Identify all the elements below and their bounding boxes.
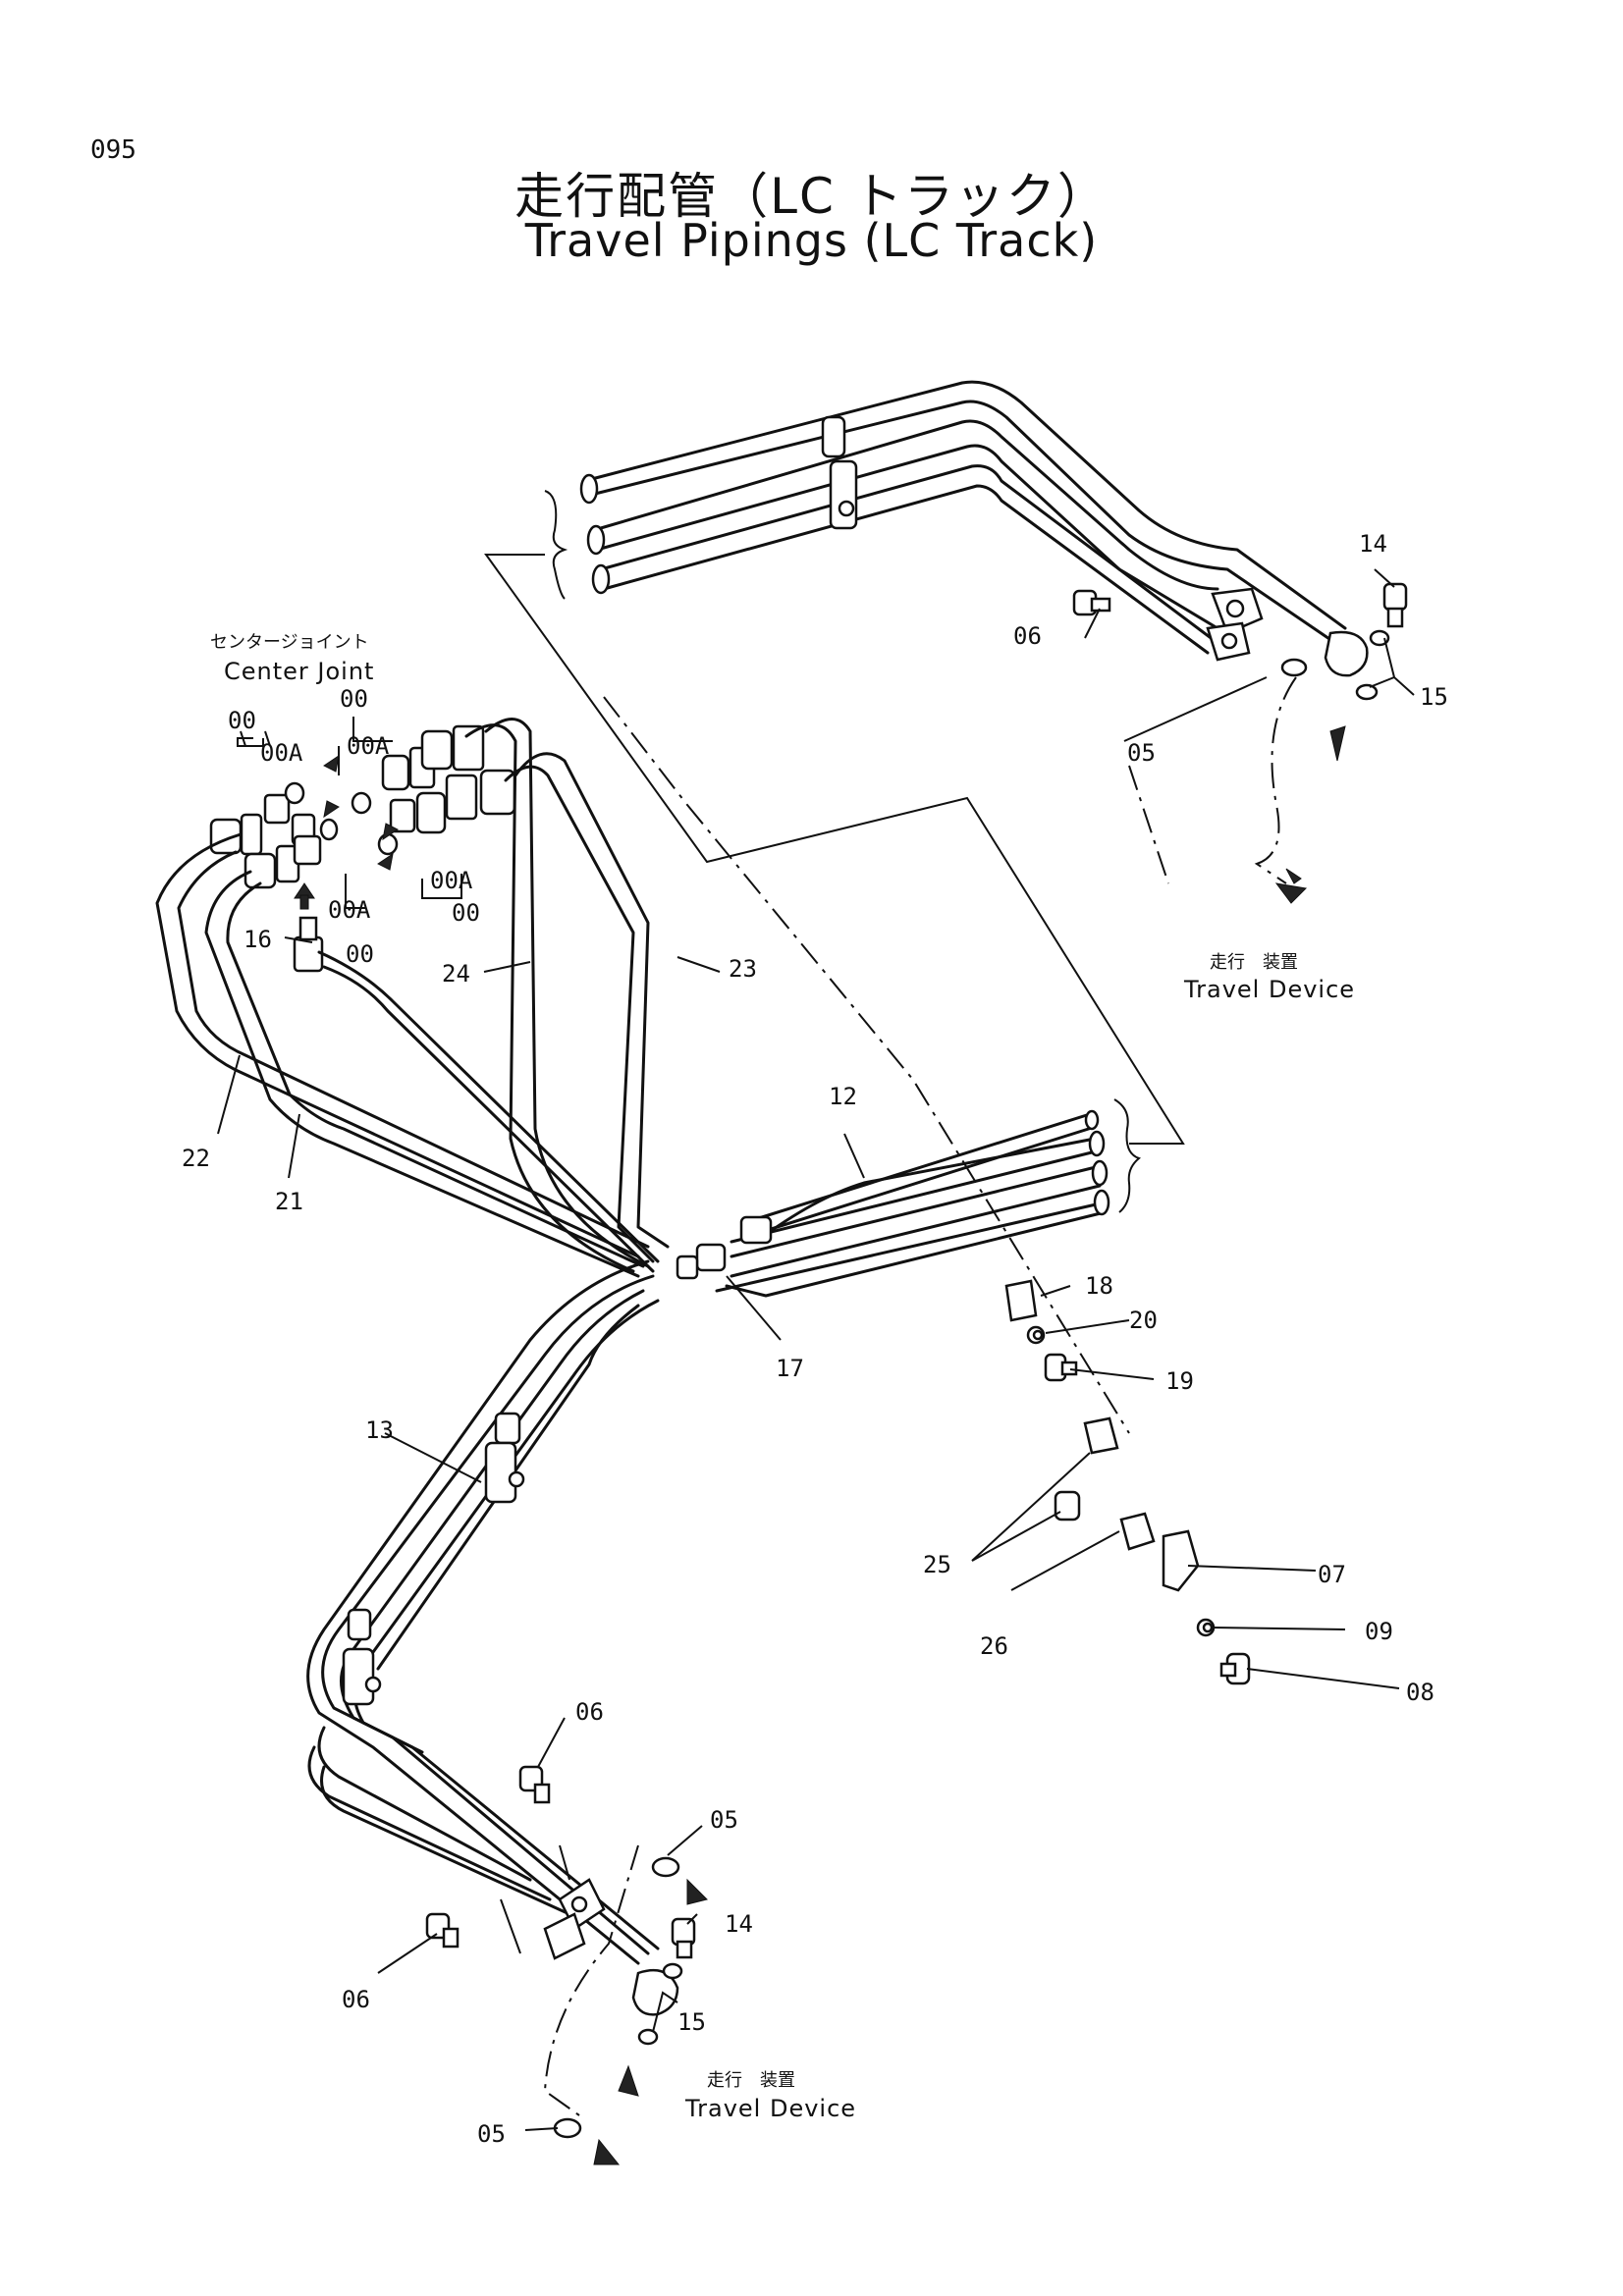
middle-pipe-bundle [676,1109,1110,1298]
callout-20: 20 [1129,1307,1158,1334]
middle-bundle-brace [1113,1098,1142,1213]
callout-05-upper: 05 [1127,739,1156,767]
callout-00-b: 00 [340,685,368,713]
callout-12: 12 [829,1083,857,1110]
callout-18: 18 [1085,1272,1113,1300]
travel-device-upper-ja: 走行 装置 [1210,952,1298,973]
callout-09: 09 [1365,1618,1393,1645]
callout-25: 25 [923,1551,951,1578]
callout-15-upper: 15 [1420,683,1448,711]
callout-00-d: 00 [452,899,480,927]
callout-labels: センタージョイント Center Joint 00 00A 00 00A 00A… [182,530,1448,2148]
callout-21: 21 [275,1188,303,1215]
callout-16: 16 [243,926,272,953]
callout-00A-d: 00A [430,867,473,894]
main-pipes [155,718,670,1278]
page-title-english: Travel Pipings (LC Track) [524,214,1099,267]
travel-device-lower-en: Travel Device [684,2095,856,2122]
page-title-japanese: 走行配管（LC トラック） [514,168,1109,225]
callout-17: 17 [776,1355,804,1382]
callout-22: 22 [182,1145,210,1172]
callout-14-lower: 14 [725,1910,753,1938]
callout-06-lower-a: 06 [575,1698,604,1726]
clamp-parts [1004,1279,1251,1685]
callout-00-a: 00 [228,707,256,734]
center-joint-label-en: Center Joint [224,658,374,685]
callout-05-lower-a: 05 [710,1806,738,1834]
callout-14-upper: 14 [1359,530,1387,558]
upper-pipe-bundle [579,380,1369,677]
callout-06-upper: 06 [1013,622,1042,650]
upper-hardware [1072,582,1408,904]
leader-lines [217,568,1415,2131]
callout-00A-c: 00A [328,896,371,924]
callout-08: 08 [1406,1679,1434,1706]
lower-pipe-bundle [306,1259,679,2016]
callout-19: 19 [1165,1367,1194,1395]
callout-00A-a: 00A [260,739,303,767]
callout-23: 23 [729,955,757,983]
callout-00-c: 00 [346,940,374,968]
callout-24: 24 [442,960,470,988]
callout-15-lower: 15 [677,2008,706,2036]
center-joint-fittings [209,724,516,973]
travel-device-lower-ja: 走行 装置 [707,2070,795,2091]
upper-bundle-brace [544,490,568,600]
callout-26: 26 [980,1632,1008,1660]
lower-hardware [425,1765,708,2165]
callout-05-lower-b: 05 [477,2120,506,2148]
callout-13: 13 [365,1416,394,1444]
page-number: 095 [90,135,136,165]
center-joint-label-ja: センタージョイント [210,632,369,653]
travel-device-upper-en: Travel Device [1183,976,1355,1003]
callout-07: 07 [1318,1561,1346,1588]
callout-00A-b: 00A [347,732,390,760]
callout-06-lower-b: 06 [342,1986,370,2013]
